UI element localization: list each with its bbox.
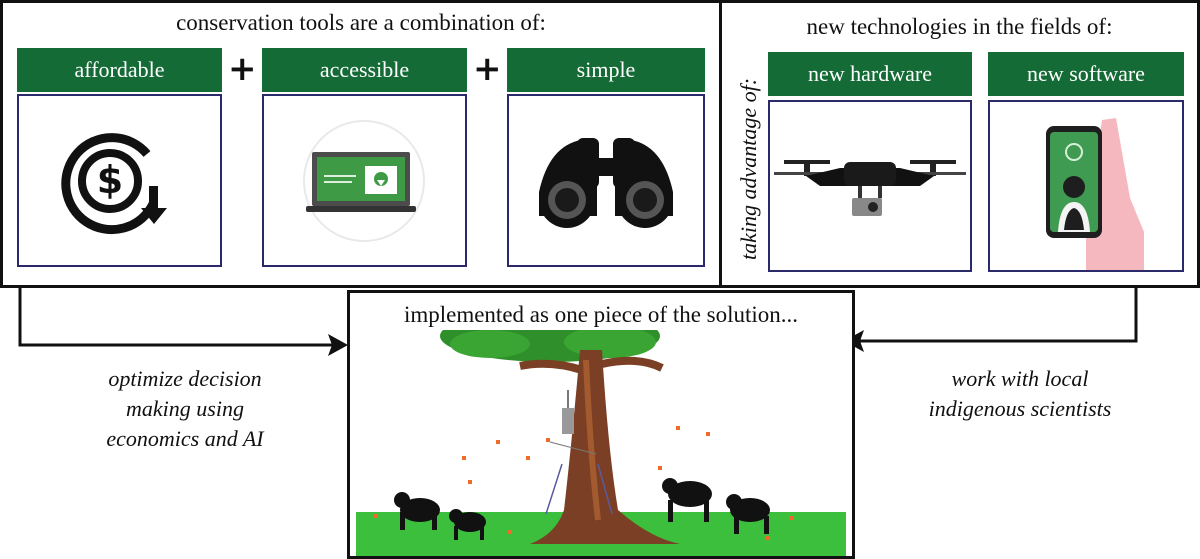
right-note-line-1: work with local: [951, 366, 1089, 391]
fruit-dots: [374, 426, 794, 540]
simple-icon-box: [507, 94, 705, 267]
smartphone-app-icon: [1046, 118, 1144, 270]
right-note: work with local indigenous scientists: [890, 364, 1150, 424]
taking-advantage-label: taking advantage of:: [736, 77, 761, 260]
new-software-label: new software: [988, 52, 1184, 96]
forest-scene: [356, 330, 846, 556]
hardware-icon-box: [768, 100, 972, 272]
accessible-icon-box: [262, 94, 467, 267]
chimpanzees: [394, 478, 770, 540]
simple-label: simple: [507, 48, 705, 92]
conservation-tools-title: conservation tools are a combination of:: [176, 10, 546, 35]
svg-text:$: $: [97, 158, 123, 202]
camera-trap-device: [562, 408, 574, 434]
left-arrow-head: [328, 334, 348, 356]
plus-sign-1: +: [228, 49, 257, 89]
right-note-line-2: indigenous scientists: [928, 396, 1112, 421]
plus-sign-2: +: [473, 49, 502, 89]
drone-icon: [774, 160, 966, 216]
software-icon-box: [988, 100, 1184, 272]
binoculars-icon: [539, 138, 673, 228]
new-technologies-title: new technologies in the fields of:: [806, 14, 1113, 39]
left-note-line-3: economics and AI: [106, 426, 264, 451]
dollar-cycle-icon: $: [61, 133, 167, 235]
left-flow-arrow: [18, 288, 336, 347]
tree-trunk: [530, 350, 680, 544]
new-hardware-label: new hardware: [768, 52, 972, 96]
left-note: optimize decision making using economics…: [60, 364, 310, 454]
left-note-line-2: making using: [126, 396, 244, 421]
implementation-title: implemented as one piece of the solution…: [403, 302, 799, 327]
accessible-label: accessible: [262, 48, 467, 92]
laptop-download-icon: [303, 120, 425, 242]
affordable-label: affordable: [17, 48, 222, 92]
right-flow-arrow: [856, 288, 1138, 343]
left-note-line-1: optimize decision: [108, 366, 262, 391]
affordable-icon-box: $: [17, 94, 222, 267]
